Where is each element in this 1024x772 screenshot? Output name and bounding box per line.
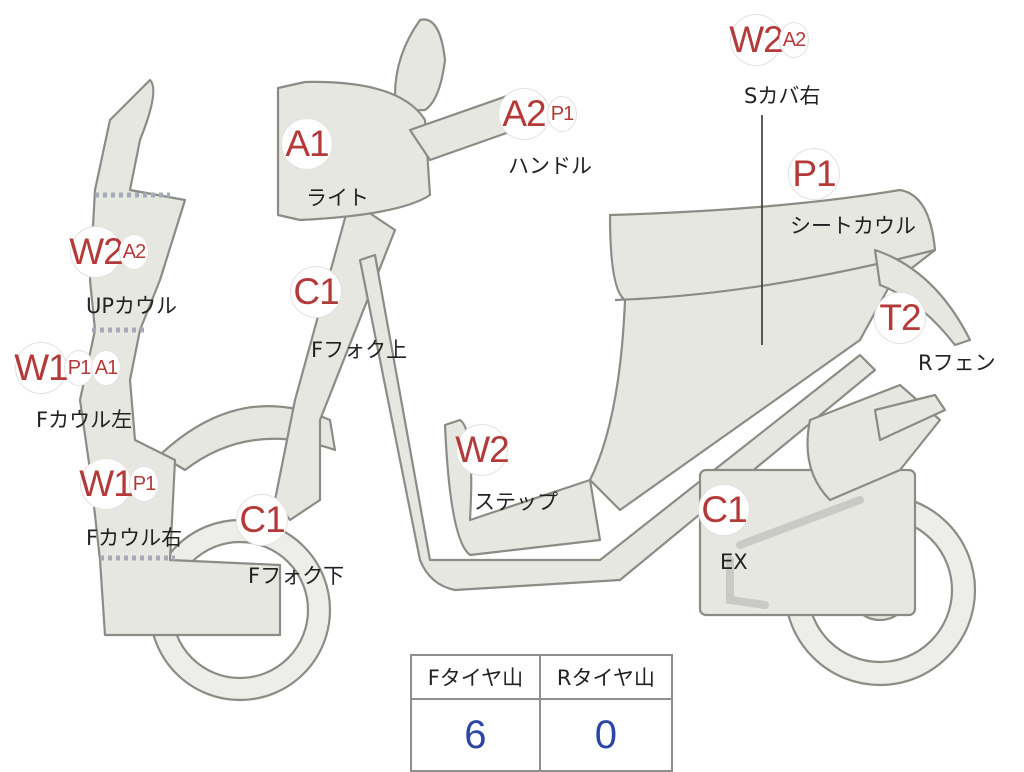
code-badge: A2 <box>779 22 809 58</box>
front-tire-header: Fタイヤ山 <box>410 654 541 700</box>
code-badge: W2 <box>729 14 784 66</box>
code-badge: T2 <box>874 292 926 344</box>
part-label: UPカウル <box>86 294 178 318</box>
part-label: ライト <box>306 186 369 210</box>
code-badge: W1 <box>79 458 134 510</box>
code-badge: A1 <box>91 350 121 386</box>
frame-floor <box>358 253 877 592</box>
code-badge: W2 <box>69 226 124 278</box>
code-badge: P1 <box>788 148 840 200</box>
code-badge: A2 <box>119 234 149 270</box>
tire-tread-table: Fタイヤ山 Rタイヤ山 6 0 <box>410 654 674 772</box>
headlight-housing <box>276 80 432 222</box>
code-badge: A2 <box>498 88 550 140</box>
engine-unit <box>698 383 942 617</box>
part-label: Rフェン <box>918 351 996 375</box>
code-badge: P1 <box>129 466 159 502</box>
tire-table-header-row: Fタイヤ山 Rタイヤ山 <box>410 654 674 700</box>
code-badge: C1 <box>290 266 342 318</box>
code-badge: C1 <box>236 494 288 546</box>
part-label: Sカバ右 <box>744 84 821 108</box>
code-badge: C1 <box>698 484 750 536</box>
part-label: シートカウル <box>790 214 916 238</box>
part-label: Fカウル左 <box>36 408 133 432</box>
windscreen <box>393 18 447 112</box>
part-label: ハンドル <box>508 154 592 178</box>
rear-tire-header: Rタイヤ山 <box>538 654 674 700</box>
tire-table-value-row: 6 0 <box>410 698 674 772</box>
part-label: ステップ <box>474 490 558 514</box>
code-badge: W1 <box>14 342 69 394</box>
code-badge: P1 <box>547 96 577 132</box>
part-label: Fフォク下 <box>248 564 345 588</box>
front-tire-value: 6 <box>410 698 541 772</box>
code-badge: A1 <box>281 118 333 170</box>
rear-tire-value: 0 <box>538 698 674 772</box>
rear-shock <box>873 393 947 442</box>
part-label: EX <box>720 550 748 574</box>
code-badge: W2 <box>455 424 510 476</box>
part-label: Fカウル右 <box>86 526 183 550</box>
part-label: Fフォク上 <box>311 338 408 362</box>
exhaust-pipe <box>726 496 864 609</box>
code-badge: P1 <box>64 350 94 386</box>
